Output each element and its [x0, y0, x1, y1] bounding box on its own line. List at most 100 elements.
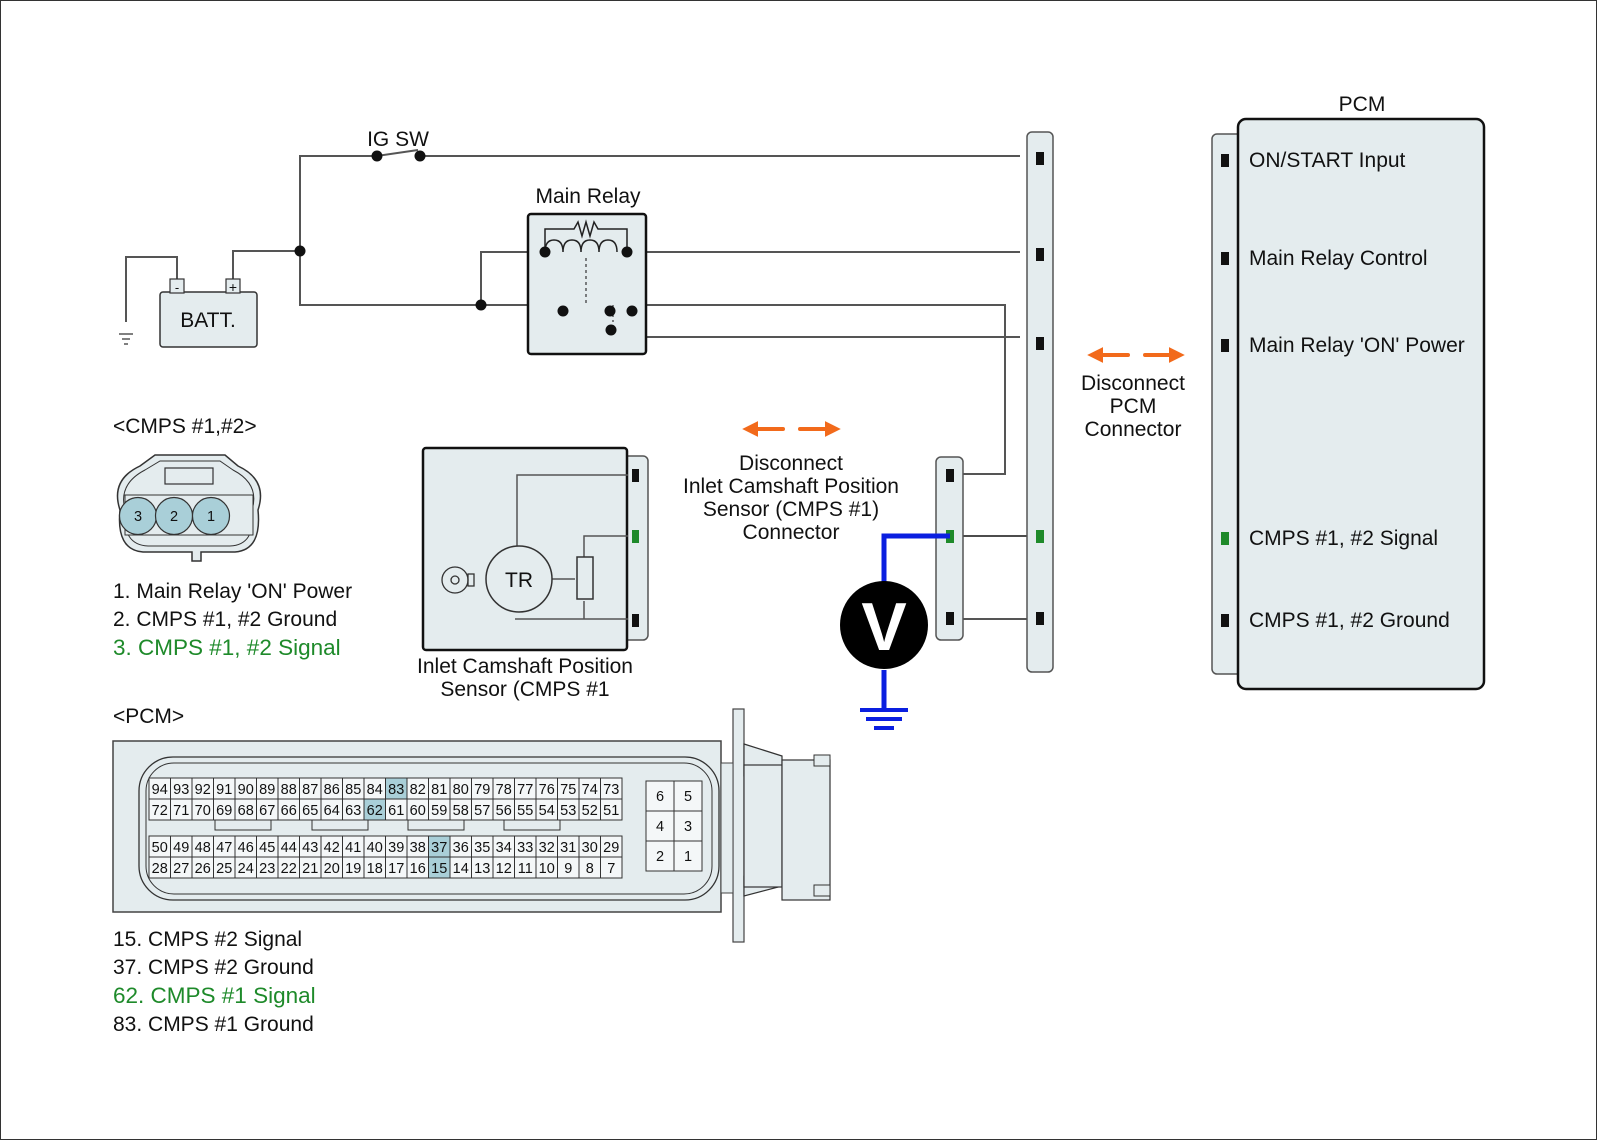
pcm-harness-pins: [1036, 152, 1044, 625]
pcm-pin-number: 37: [431, 840, 447, 856]
pcm-pin-terminal: [1221, 252, 1229, 265]
pcm-pin-terminal: [1221, 532, 1229, 545]
wire-batt-neg: [125, 256, 178, 322]
pcm-pin-number: 43: [302, 840, 318, 856]
pcm-pin-number: 48: [195, 840, 211, 856]
disconnect-pcm-line1: Disconnect: [1081, 372, 1185, 395]
main-relay: [526, 212, 648, 356]
cmps-legend-item-signal: 3. CMPS #1, #2 Signal: [113, 635, 341, 660]
pcm-pin-number: 28: [152, 861, 168, 877]
pcm-pin-number: 87: [302, 782, 318, 798]
pcm-pin-number: 60: [410, 803, 426, 819]
pcm-pin-number: 85: [345, 782, 361, 798]
disconnect-cmps-line1: Disconnect: [739, 452, 843, 475]
battery: - + BATT.: [159, 278, 258, 348]
cmps-sensor-caption-line2: Sensor (CMPS #1: [440, 678, 609, 701]
pcm-pin-number: 27: [173, 861, 189, 877]
pcm-connector-keys: [214, 819, 561, 831]
pcm-pin-number: 21: [302, 861, 318, 877]
pcm-pin-number: 22: [281, 861, 297, 877]
cmps-connector-face: 3 2 1: [116, 454, 262, 562]
pcm-pin-number: 90: [238, 782, 254, 798]
pcm-pin-number: 89: [259, 782, 275, 798]
voltmeter-probe-lead: [881, 533, 950, 585]
pcm-pin-number: 45: [259, 840, 275, 856]
main-relay-label: Main Relay: [535, 185, 641, 208]
pcm-pin-number: 24: [238, 861, 254, 877]
pcm-pin-number: 73: [603, 782, 619, 798]
cmps-harness-connector: [935, 456, 964, 641]
pcm-pin-number: 25: [216, 861, 232, 877]
battery-neg-sign: -: [175, 280, 179, 295]
pcm-pin-number: 14: [453, 861, 469, 877]
pcm-pin-number: 16: [410, 861, 426, 877]
wire-batt-pos: [232, 250, 300, 282]
pcm-pin-number: 92: [195, 782, 211, 798]
pcm-pin-number: 79: [474, 782, 490, 798]
pcm-pin-number: 74: [582, 782, 598, 798]
pcm-title: PCM: [1339, 93, 1386, 116]
ig-sw-contact: [376, 149, 419, 157]
pcm-pin-number: 23: [259, 861, 275, 877]
pcm-pin-number: 65: [302, 803, 318, 819]
voltmeter-ground-icon: [860, 708, 908, 730]
ig-sw-terminal-left: [371, 150, 383, 162]
pcm-pin-number: 8: [586, 861, 594, 877]
pcm-pin-number: 83: [388, 782, 404, 798]
pcm-harness-connector: [1026, 131, 1054, 673]
voltmeter: V: [840, 533, 950, 730]
pcm-pin-number: 55: [517, 803, 533, 819]
pcm-pin-number: 58: [453, 803, 469, 819]
cmps-legend-item: 2. CMPS #1, #2 Ground: [113, 608, 337, 631]
pcm-pin-terminal: [1221, 614, 1229, 627]
pcm-aux-pin-number: 5: [684, 789, 692, 805]
disconnect-cmps-line2: Inlet Camshaft Position: [683, 475, 899, 498]
pcm-pin-number: 30: [582, 840, 598, 856]
disconnect-cmps-line3: Sensor (CMPS #1): [703, 498, 879, 521]
cmps-transistor: [485, 545, 553, 613]
pcm-pin-number: 57: [474, 803, 490, 819]
pcm-pin-number: 10: [539, 861, 555, 877]
ground-icon: [119, 333, 133, 345]
pcm-pin-number: 91: [216, 782, 232, 798]
pcm-connector-title: <PCM>: [113, 705, 184, 728]
cmps-connector-title: <CMPS #1,#2>: [113, 415, 257, 438]
cmps-pin-number: 3: [134, 509, 142, 525]
pcm-pin-number: 29: [603, 840, 619, 856]
pcm-legend-item: 83. CMPS #1 Ground: [113, 1013, 314, 1036]
pcm-pin-number: 76: [539, 782, 555, 798]
relay-resistor-icon: [544, 219, 628, 252]
pcm-legend-item-signal: 62. CMPS #1 Signal: [113, 983, 316, 1008]
battery-pos-sign: +: [229, 279, 237, 295]
pcm-pin-number: 93: [173, 782, 189, 798]
pcm-pin-number: 52: [582, 803, 598, 819]
pcm-pin-number: 86: [324, 782, 340, 798]
pcm-pin-number: 38: [410, 840, 426, 856]
pcm-pin-number: 78: [496, 782, 512, 798]
cmps-transistor-label: TR: [505, 569, 533, 592]
pcm-pin-number: 64: [324, 803, 340, 819]
pcm-pin-number: 49: [173, 840, 189, 856]
disconnect-cmps-line4: Connector: [743, 521, 840, 544]
pcm-aux-pin-number: 2: [656, 849, 664, 865]
pcm-pin-number: 75: [560, 782, 576, 798]
pcm-pin-number: 7: [607, 861, 615, 877]
pcm-pin-number: 39: [388, 840, 404, 856]
pcm-pin-number: 53: [560, 803, 576, 819]
pcm-pin-number: 46: [238, 840, 254, 856]
wire-relay-to-cmps-pin1: [622, 304, 1006, 475]
pcm-aux-pin-cell: [673, 840, 703, 872]
cmps-pin-1: [191, 496, 231, 536]
pcm-connector-face: [112, 708, 831, 943]
pcm-pin-number: 72: [152, 803, 168, 819]
pcm-pin-number: 63: [345, 803, 361, 819]
wire-ig-sw-left: [299, 155, 377, 251]
hall-element-icon: [441, 566, 475, 594]
pcm-pin-number: 20: [324, 861, 340, 877]
ig-sw-terminal-right: [414, 150, 426, 162]
cmps-pin-number: 2: [170, 509, 178, 525]
pcm-pin-number: 51: [603, 803, 619, 819]
pcm-pin-number: 18: [367, 861, 383, 877]
